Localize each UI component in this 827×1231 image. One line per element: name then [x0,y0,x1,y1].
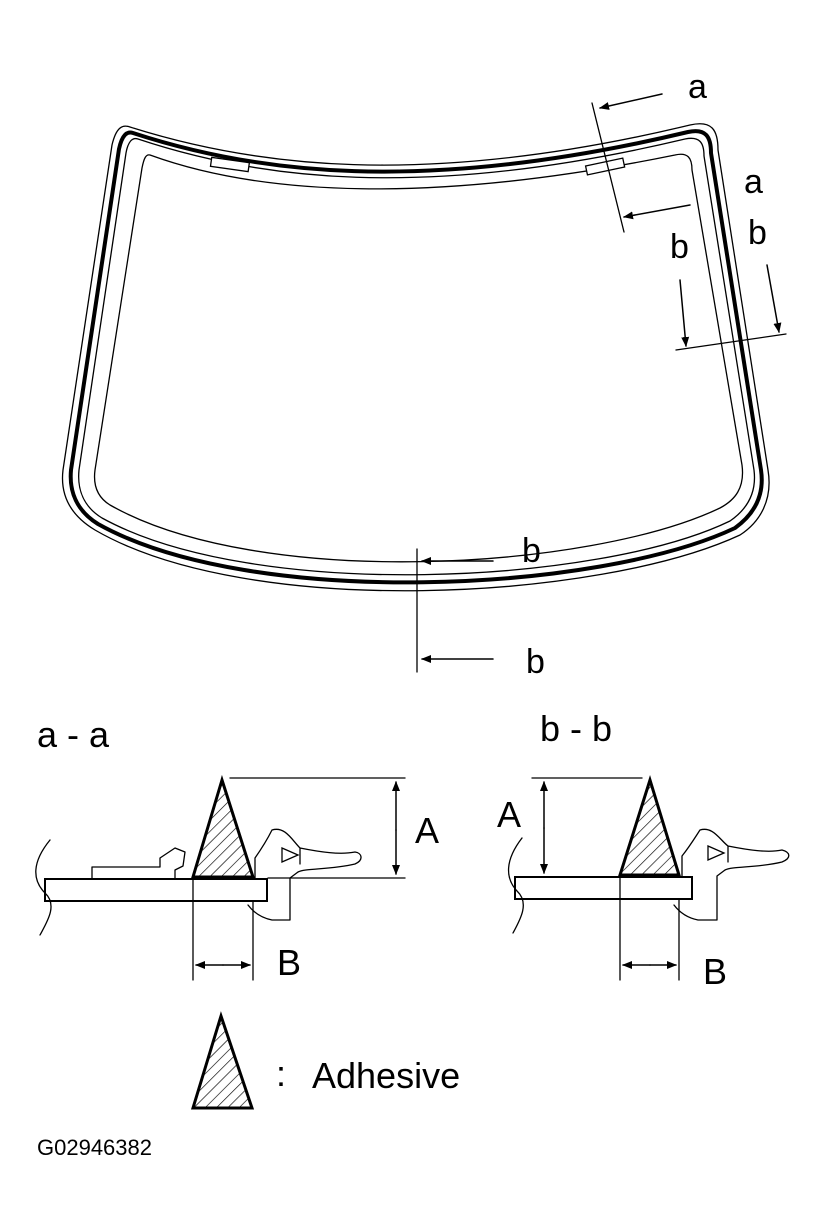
dim-B-bb: B [703,951,727,992]
section-cut-a [591,93,691,233]
section-cut-b-side [675,264,787,351]
mount-bracket-left [209,156,251,173]
glass-pane-bb [514,876,693,900]
glass-viewing-area [93,153,744,563]
marker-b-side-right: b [748,214,767,252]
section-aa: a - a A B [35,714,439,983]
mount-bracket-right [584,157,626,176]
marker-a-side: a [744,163,763,201]
glass-break-aa [35,839,52,936]
windshield-outline [61,123,770,592]
glass-break-bb [507,837,524,934]
section-bb: b - b A B [497,708,790,992]
legend: : Adhesive [190,1011,460,1110]
molding-profile-aa [247,828,362,921]
section-aa-title: a - a [37,714,110,755]
marker-b-side-left: b [670,228,689,266]
dim-B-aa: B [277,942,301,983]
molding-profile-bb [673,828,790,921]
marker-b-bottom-lower: b [526,643,545,681]
windshield-inner-edge [78,137,756,576]
glass-pane-aa [44,878,268,902]
section-cut-b-bottom [416,548,494,673]
section-bb-title: b - b [540,708,612,749]
dim-A-aa: A [415,810,439,851]
marker-a-top: a [688,68,707,106]
adhesive-legend-icon [190,1011,255,1110]
molding-hollow-aa [281,847,300,863]
molding-hollow-bb [707,845,726,861]
glass-bracket-aa [91,847,186,880]
windshield-outer-edge [61,123,770,592]
adhesive-bead-bb [617,774,682,877]
legend-separator: : [276,1053,286,1094]
windshield-molding [68,129,764,585]
figure-code: G02946382 [37,1135,152,1160]
marker-b-bottom-upper: b [522,532,541,570]
adhesive-bead-aa [190,774,256,879]
legend-label: Adhesive [312,1055,460,1096]
dim-A-bb: A [497,794,521,835]
